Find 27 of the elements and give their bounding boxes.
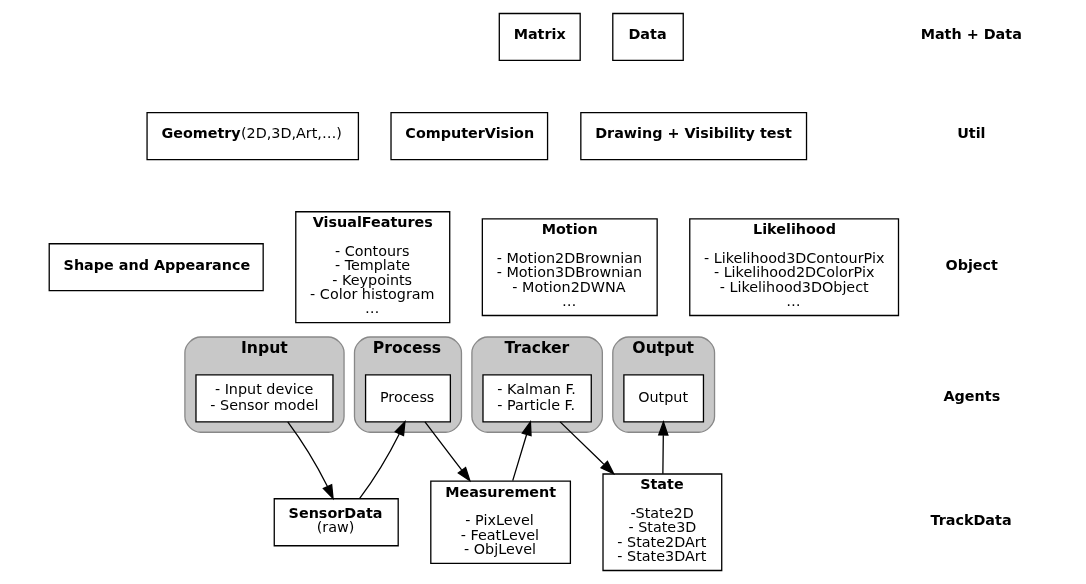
arrow xyxy=(512,420,532,482)
node-box: State -State2D - State3D - State2DArt - State3DArt xyxy=(602,473,723,572)
node-box: SensorData (raw) xyxy=(273,498,399,547)
arrow xyxy=(424,421,472,483)
node-box: Matrix xyxy=(498,12,581,62)
arrow xyxy=(657,419,669,475)
node-box: Process xyxy=(364,374,452,423)
label: Math + Data xyxy=(920,26,1022,43)
node-box: Drawing + Visibility test xyxy=(580,111,808,161)
node-box: Likelihood - Likelihood3DContourPix - Likelihood2DColorPix - Likelihood3DObject … xyxy=(689,218,900,317)
label: Agents xyxy=(943,387,1001,404)
label: Util xyxy=(957,125,986,142)
node-box: Geometry(2D,3D,Art,…) xyxy=(146,111,360,161)
node-box: Shape and Appearance xyxy=(48,243,264,292)
node-box: - Input device - Sensor model xyxy=(195,374,334,423)
arrow xyxy=(287,421,334,501)
node-box: VisualFeatures - Contours - Template - Keypoints - Color histogram … xyxy=(295,211,451,324)
node-box: - Kalman F. - Particle F. xyxy=(482,374,592,423)
arrow xyxy=(559,421,615,476)
node-box: Output xyxy=(623,374,705,423)
node-box: Motion - Motion2DBrownian - Motion3DBrownian - Motion2DWNA … xyxy=(481,218,658,317)
label: TrackData xyxy=(930,511,1012,528)
label: Object xyxy=(945,256,998,273)
arrow xyxy=(359,420,406,500)
node-box: ComputerVision xyxy=(390,111,549,161)
node-box: Measurement - PixLevel - FeatLevel - ObjLevel xyxy=(430,480,572,564)
node-box: Data xyxy=(612,12,684,62)
